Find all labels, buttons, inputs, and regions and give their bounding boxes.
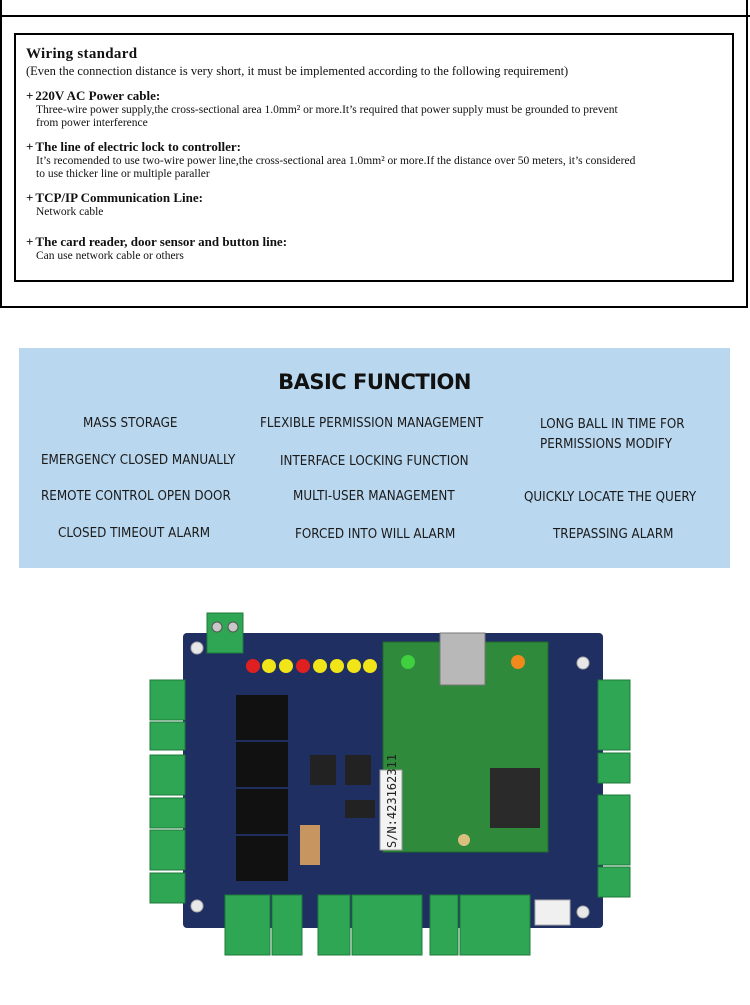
function-item: FORCED INTO WILL ALARM xyxy=(295,527,456,542)
top-divider xyxy=(0,15,750,17)
connector-white xyxy=(534,899,571,926)
function-item: FLEXIBLE PERMISSION MANAGEMENT xyxy=(260,416,484,431)
wiring-item-body: Three-wire power supply,the cross-sectio… xyxy=(36,104,618,116)
led-yellow xyxy=(279,659,293,673)
led-yellow xyxy=(262,659,276,673)
mount-hole xyxy=(576,656,590,670)
led-yellow xyxy=(313,659,327,673)
mount-hole xyxy=(576,905,590,919)
function-item: TREPASSING ALARM xyxy=(553,527,674,542)
plus-icon: + xyxy=(26,190,34,205)
function-item: INTERFACE LOCKING FUNCTION xyxy=(280,454,469,469)
wiring-standard-box: Wiring standard (Even the connection dis… xyxy=(14,33,734,282)
wiring-item-body: Network cable xyxy=(36,206,104,218)
led-orange xyxy=(511,655,525,669)
plus-icon: + xyxy=(26,234,34,249)
wiring-item-heading: The card reader, door sensor and button … xyxy=(35,234,283,249)
function-item: MASS STORAGE xyxy=(83,416,178,431)
relays xyxy=(236,695,288,881)
controller-board-illustration: S/N:423162311 xyxy=(149,612,631,956)
wiring-item-body: to use thicker line or multiple paraller xyxy=(36,168,210,180)
wiring-item-tcpip: +TCP/IP Communication Line: Network cabl… xyxy=(26,190,732,219)
wiring-item-body: from power interference xyxy=(36,117,148,129)
wiring-item-power: +220V AC Power cable: Three-wire power s… xyxy=(26,88,732,130)
wiring-item-lock: +The line of electric lock to controller… xyxy=(26,139,732,181)
serial-sticker xyxy=(379,769,403,851)
wiring-item-body: It’s recomended to use two-wire power li… xyxy=(36,155,636,167)
led-yellow xyxy=(330,659,344,673)
plus-icon: + xyxy=(26,139,34,154)
relay xyxy=(236,789,288,834)
relay xyxy=(236,742,288,787)
function-item: EMERGENCY CLOSED MANUALLY xyxy=(41,453,236,468)
basic-function-title: BASIC FUNCTION xyxy=(278,370,471,394)
plus-icon: + xyxy=(26,88,34,103)
basic-function-panel: BASIC FUNCTION MASS STORAGE EMERGENCY CL… xyxy=(19,348,730,568)
mount-screw xyxy=(458,834,470,846)
bottom-terminals xyxy=(224,894,571,956)
relay xyxy=(236,695,288,740)
led-green xyxy=(401,655,415,669)
network-module: S/N:423162311 xyxy=(379,632,549,853)
resistor xyxy=(300,825,320,865)
ethernet-port xyxy=(439,632,486,686)
regulators xyxy=(300,755,375,865)
function-item: PERMISSIONS MODIFY xyxy=(540,437,673,452)
wiring-item-heading: The line of electric lock to controller xyxy=(35,139,237,154)
function-item: LONG BALL IN TIME FOR xyxy=(540,417,685,432)
led-yellow xyxy=(363,659,377,673)
status-leds xyxy=(246,659,377,673)
mount-hole xyxy=(190,899,204,913)
led-red xyxy=(296,659,310,673)
wiring-title: Wiring standard xyxy=(26,46,138,62)
controller-board-photo: S/N:423162311 xyxy=(0,600,750,1000)
mount-hole xyxy=(190,641,204,655)
wiring-item-heading: TCP/IP Communication Line xyxy=(35,190,199,205)
function-item: MULTI-USER MANAGEMENT xyxy=(293,489,455,504)
right-terminals xyxy=(597,679,631,898)
wiring-subtitle: (Even the connection distance is very sh… xyxy=(26,64,569,78)
chip xyxy=(490,768,540,828)
serial-number: S/N:423162311 xyxy=(385,754,399,848)
function-item: REMOTE CONTROL OPEN DOOR xyxy=(41,489,231,504)
led-yellow xyxy=(347,659,361,673)
wiring-item-card-reader: +The card reader, door sensor and button… xyxy=(26,234,732,263)
function-item: CLOSED TIMEOUT ALARM xyxy=(58,526,211,541)
wiring-section-frame xyxy=(0,0,748,308)
wiring-item-heading: 220V AC Power cable xyxy=(35,88,156,103)
wiring-item-body: Can use network cable or others xyxy=(36,250,184,262)
led-red xyxy=(246,659,260,673)
left-terminals xyxy=(149,679,186,904)
function-item: QUICKLY LOCATE THE QUERY xyxy=(524,490,697,505)
power-terminal xyxy=(206,612,244,654)
relay xyxy=(236,836,288,881)
